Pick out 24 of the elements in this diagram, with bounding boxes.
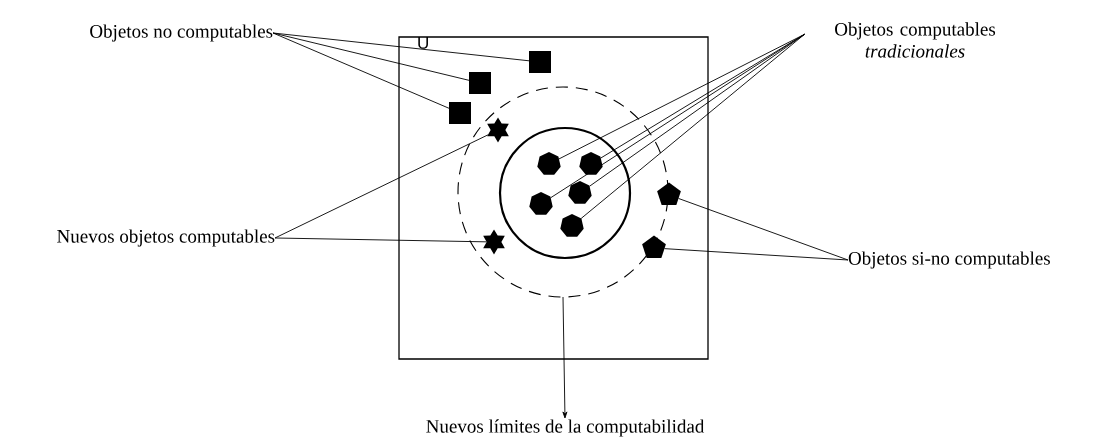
leader-line [274,134,489,239]
star-marker [483,229,505,255]
square-marker [529,51,551,73]
leader-line [550,33,805,199]
callout-label: Nuevos objetos computables [57,229,275,247]
star-marker [487,117,509,143]
callout-label: Objetos computables tradicionales [835,22,996,58]
leader-line [580,33,805,219]
pentagon-marker [657,182,681,206]
leader-line [274,237,487,243]
pentagon-marker [642,235,666,259]
leader-line [663,248,849,261]
arrow [562,296,568,419]
frame-box: U [398,36,709,360]
callout-label: Objetos no computables [90,24,273,42]
leader-line [272,32,450,109]
square-marker [469,72,491,94]
callout-label: Nuevos límites de la computabilidad [426,419,705,437]
core-circle [498,126,632,260]
leader-line [272,32,530,62]
boundary-circle [457,86,669,298]
callout-label: Objetos si-no computables [848,251,1050,269]
square-marker [449,102,471,124]
leader-line [678,198,849,261]
